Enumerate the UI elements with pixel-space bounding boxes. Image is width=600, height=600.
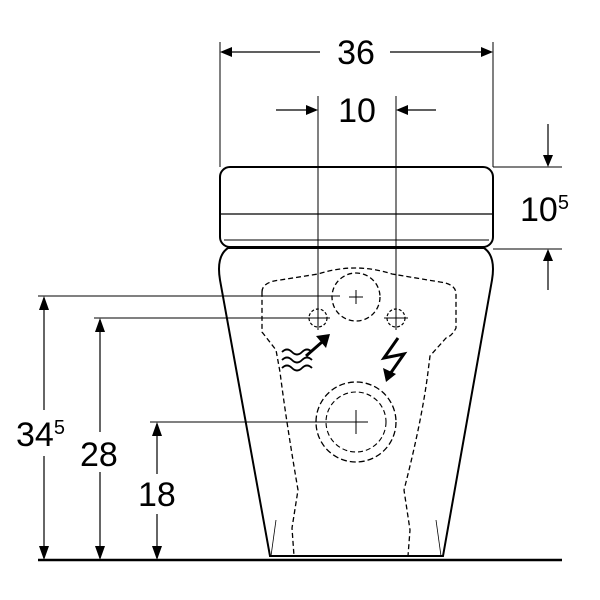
dimension-34-5-label: 345 [16,416,65,454]
electrical-connection-point [384,306,408,330]
electrical-supply-icon [380,337,408,382]
dimension-10-5-label: 105 [520,191,569,229]
dimension-connection-spacing: 10 [276,92,436,130]
dimension-overall-width: 36 [220,34,493,72]
dimension-outlet-height: 18 [136,422,188,560]
dimension-28-label: 28 [80,436,118,474]
outlet-connection-circle [315,381,397,463]
dimension-10-label: 10 [338,92,376,130]
dimension-seat-height: 105 [493,124,569,290]
water-supply-icon [281,334,330,372]
dimension-supply-height: 28 [80,318,128,560]
hidden-outline [261,267,457,557]
bowl-body [218,247,494,557]
dimension-36-label: 36 [337,34,375,72]
dimension-18-label: 18 [138,476,176,514]
seat-lid [219,166,494,248]
supply-connection-circle [331,272,381,322]
dimension-total-height: 345 [14,296,74,560]
